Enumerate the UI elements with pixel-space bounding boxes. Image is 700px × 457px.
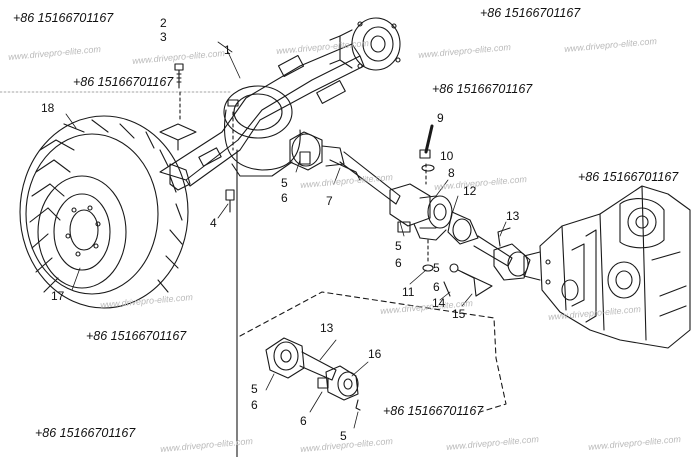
part-label-2: 2 (160, 16, 167, 30)
part-label-5: 5 (340, 429, 347, 443)
part-label-6: 6 (395, 256, 402, 270)
phone-watermark: +86 15166701167 (578, 170, 679, 184)
part-label-7: 7 (326, 194, 333, 208)
part-label-6: 6 (300, 414, 307, 428)
fittings-14-15 (443, 263, 493, 297)
part-label-15: 15 (452, 307, 466, 321)
phone-watermark: +86 15166701167 (35, 426, 136, 440)
part-label-13: 13 (506, 209, 520, 223)
phone-watermark: +86 15166701167 (86, 329, 187, 343)
part-label-5: 5 (251, 382, 258, 396)
part-label-1: 1 (224, 43, 231, 57)
phone-watermark: +86 15166701167 (480, 6, 581, 20)
phone-watermark: +86 15166701167 (13, 11, 114, 25)
part-label-17: 17 (51, 289, 65, 303)
part-label-5: 5 (433, 261, 440, 275)
fitting-4 (225, 189, 235, 213)
part-label-16: 16 (368, 347, 382, 361)
part-label-6: 6 (281, 191, 288, 205)
bolt-2-3 (174, 63, 239, 151)
part-label-5: 5 (281, 176, 288, 190)
phone-watermark: +86 15166701167 (383, 404, 484, 418)
part-label-6: 6 (251, 398, 258, 412)
part-label-9: 9 (437, 111, 444, 125)
leader-lines (65, 41, 507, 429)
part-label-18: 18 (41, 101, 55, 115)
detail-shaft (265, 337, 361, 411)
part-label-11: 11 (402, 285, 415, 299)
hub-assembly (329, 17, 401, 71)
drive-shaft-7 (289, 131, 401, 205)
phone-watermark: +86 15166701167 (73, 75, 174, 89)
wheel-tire (19, 115, 191, 309)
part-label-5: 5 (395, 239, 402, 253)
part-label-14: 14 (432, 296, 446, 310)
part-label-3: 3 (160, 30, 167, 44)
phone-watermark: +86 15166701167 (432, 82, 533, 96)
part-label-4: 4 (210, 216, 217, 230)
transmission-gearbox (523, 185, 691, 349)
part-label-12: 12 (463, 184, 477, 198)
part-label-8: 8 (448, 166, 455, 180)
detail-boundary (239, 291, 507, 413)
part-label-13: 13 (320, 321, 334, 335)
bolt-9 (419, 124, 435, 272)
part-label-6: 6 (433, 280, 440, 294)
center-bearing (389, 183, 513, 267)
slip-yoke-13 (493, 227, 531, 281)
part-label-10: 10 (440, 149, 454, 163)
